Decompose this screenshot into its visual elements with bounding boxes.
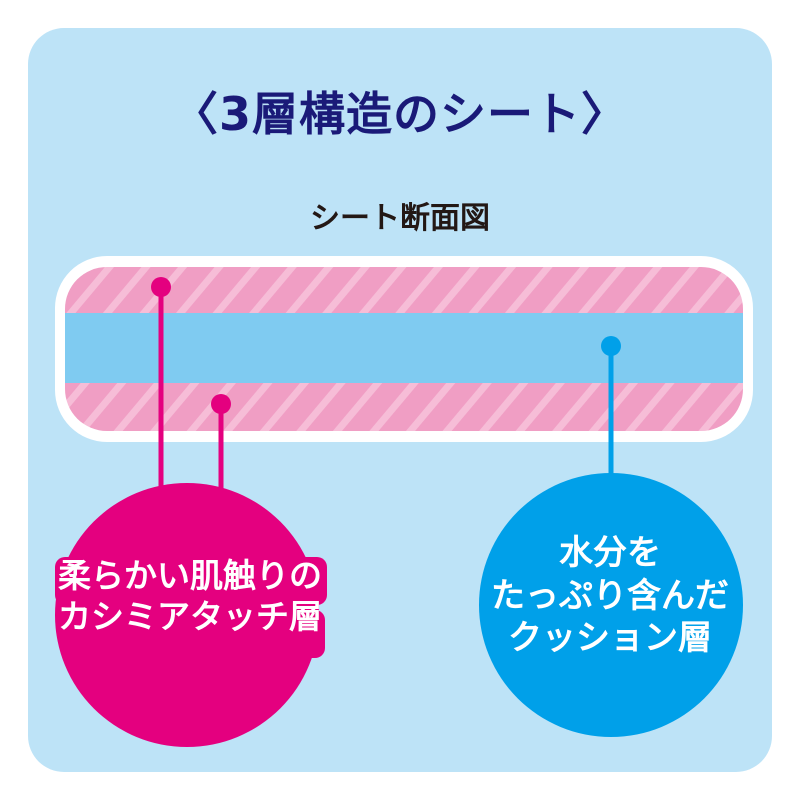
cushion-label-line-2: たっぷり含んだ	[491, 575, 729, 616]
page-title: 〈3層構造のシート〉	[171, 87, 628, 141]
pink-label-backing-1	[55, 557, 327, 605]
pink-label-backing-2	[63, 610, 325, 658]
pink-marker-dot-bottom	[211, 394, 231, 414]
cashmere-label-line-2: カシミアタッチ層	[58, 597, 322, 637]
blue-callout-circle	[479, 473, 743, 737]
cushion-label-line-3: クッション層	[508, 618, 712, 658]
cashmere-layer-label: 柔らかい肌触りの カシミアタッチ層	[40, 555, 340, 638]
cashmere-label-line-1: 柔らかい肌触りの	[58, 556, 322, 595]
diagram-subtitle: シート断面図	[310, 201, 490, 236]
cushion-label-line-1: 水分を	[559, 533, 661, 573]
sheet-bar	[55, 256, 753, 442]
blue-marker-dot	[601, 336, 621, 356]
bottom-cashmere-layer	[65, 383, 743, 431]
middle-cushion-layer	[65, 313, 743, 383]
cushion-layer-label: 水分を たっぷり含んだ クッション層	[470, 532, 750, 660]
pink-marker-dot-top	[151, 277, 171, 297]
top-cashmere-layer	[65, 267, 743, 313]
